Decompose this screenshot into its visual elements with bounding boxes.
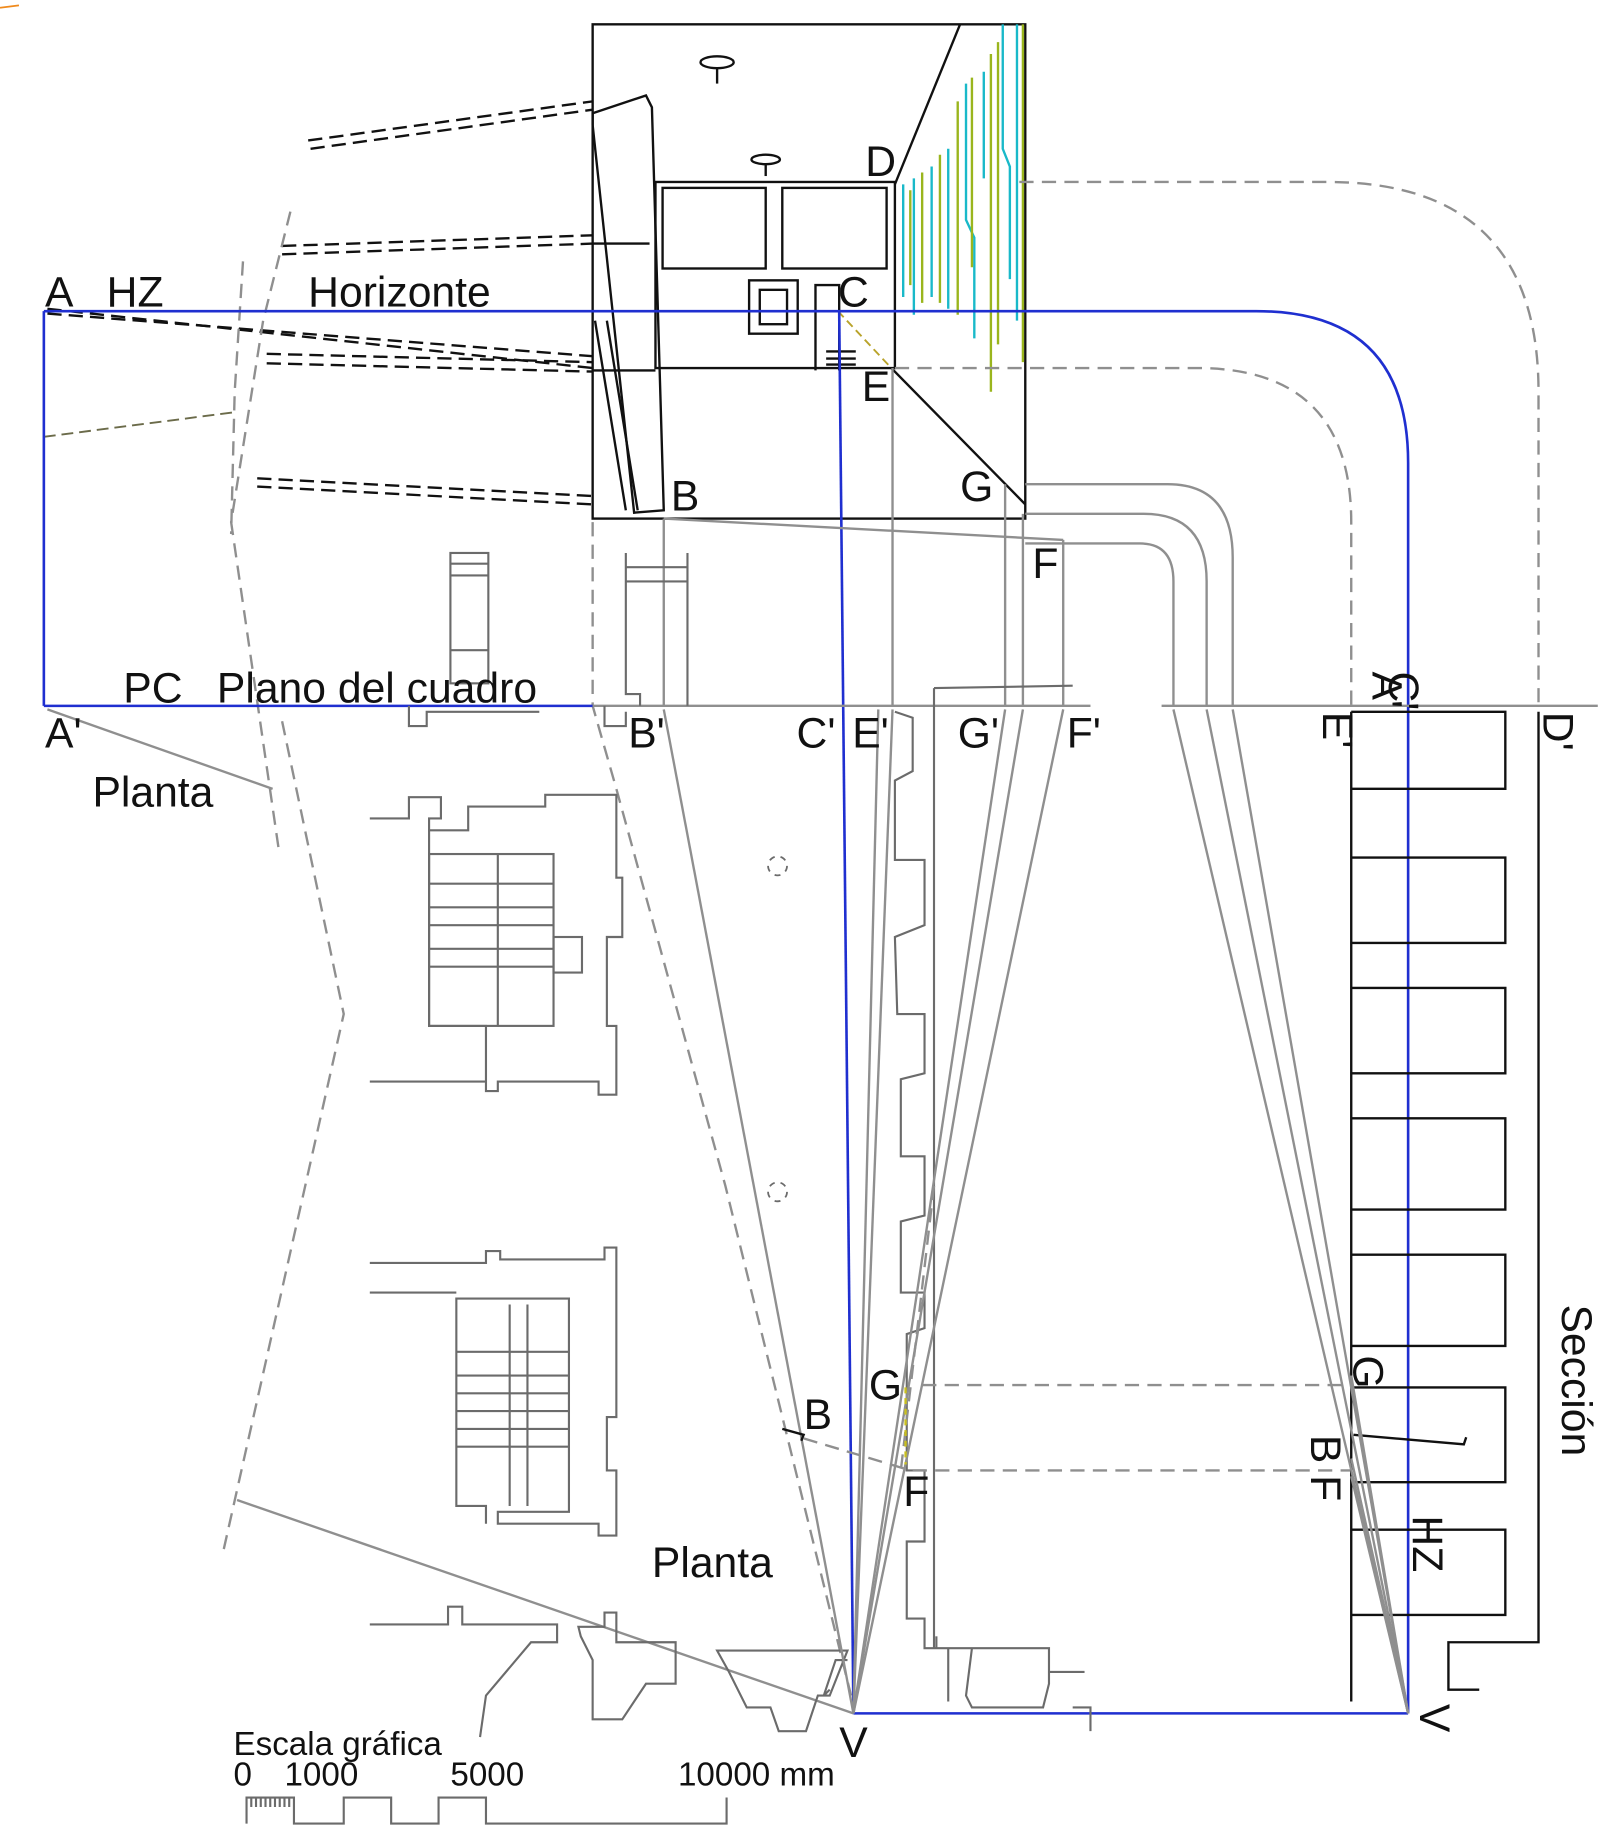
label-sec-a-prime: A' [1363,671,1411,708]
scale-tick-0: 0 [234,1757,252,1794]
label-sec-c-prime: C' [1379,671,1427,710]
label-plan-f: F [903,1468,929,1516]
label-plan-left: Planta [92,769,213,817]
label-plan-b: B [804,1391,832,1439]
label-plan-center: Planta [652,1539,773,1587]
label-plan-g: G [869,1361,902,1409]
label-e-view: E [862,363,890,411]
label-f-prime: F' [1067,709,1101,757]
label-e-prime: E' [852,709,889,757]
label-plan-v: V [839,1719,868,1767]
ceiling-lamp-icon [699,55,735,70]
label-pc: PC [123,664,182,712]
left-projection-lines [43,100,853,1696]
blue-construction [42,309,1410,1715]
transfer-arcs [894,180,1540,706]
vertical-projectors [662,368,1065,706]
label-sec-e-prime: E' [1313,712,1361,749]
label-d-view: D [865,138,896,186]
label-sec-hz: HZ [1403,1515,1451,1572]
label-hz-top: HZ [107,268,164,316]
label-g-prime: G' [958,709,999,757]
label-g-view: G [960,463,993,511]
building-plan [369,551,1092,1738]
central-ray [837,311,855,1714]
label-sec-bf: B F [1301,1435,1349,1501]
corner-mark [0,4,20,9]
label-c-view: C [838,268,869,316]
label-sec-d-prime: D' [1533,712,1581,751]
left-wall [591,93,665,514]
scale-title: Escala gráfica [234,1726,443,1763]
label-a: A [45,268,74,316]
label-section: Sección [1552,1304,1600,1456]
label-a-prime: A' [45,709,82,757]
rays-to-v [662,709,1352,1714]
graphic-scale: Escala gráfica 0 1000 5000 10000 mm [234,1726,835,1825]
horizon-line [43,309,1410,1714]
label-sec-v: V [1410,1704,1458,1733]
label-b-view: B [671,472,699,520]
label-f-view: F [1032,540,1058,588]
label-c-prime: C' [797,709,836,757]
label-sec-g: G [1344,1355,1392,1388]
colored-facade-lines [902,24,1025,392]
labels: A HZ Horizonte PC Plano del cuadro A' Pl… [45,268,1600,1767]
scale-tick-1000: 1000 [284,1757,358,1794]
label-horizon: Horizonte [308,268,491,316]
scale-tick-10000: 10000 mm [678,1757,835,1794]
label-picture-plane: Plano del cuadro [217,664,537,712]
scale-tick-5000: 5000 [450,1757,524,1794]
label-b-prime: B' [628,709,665,757]
section-view [1172,709,1540,1714]
ceiling-lamp-icon [750,153,782,166]
back-wall [654,180,897,370]
perspective-view: D C E B G F [591,23,1058,588]
perspective-frame [591,23,1027,520]
